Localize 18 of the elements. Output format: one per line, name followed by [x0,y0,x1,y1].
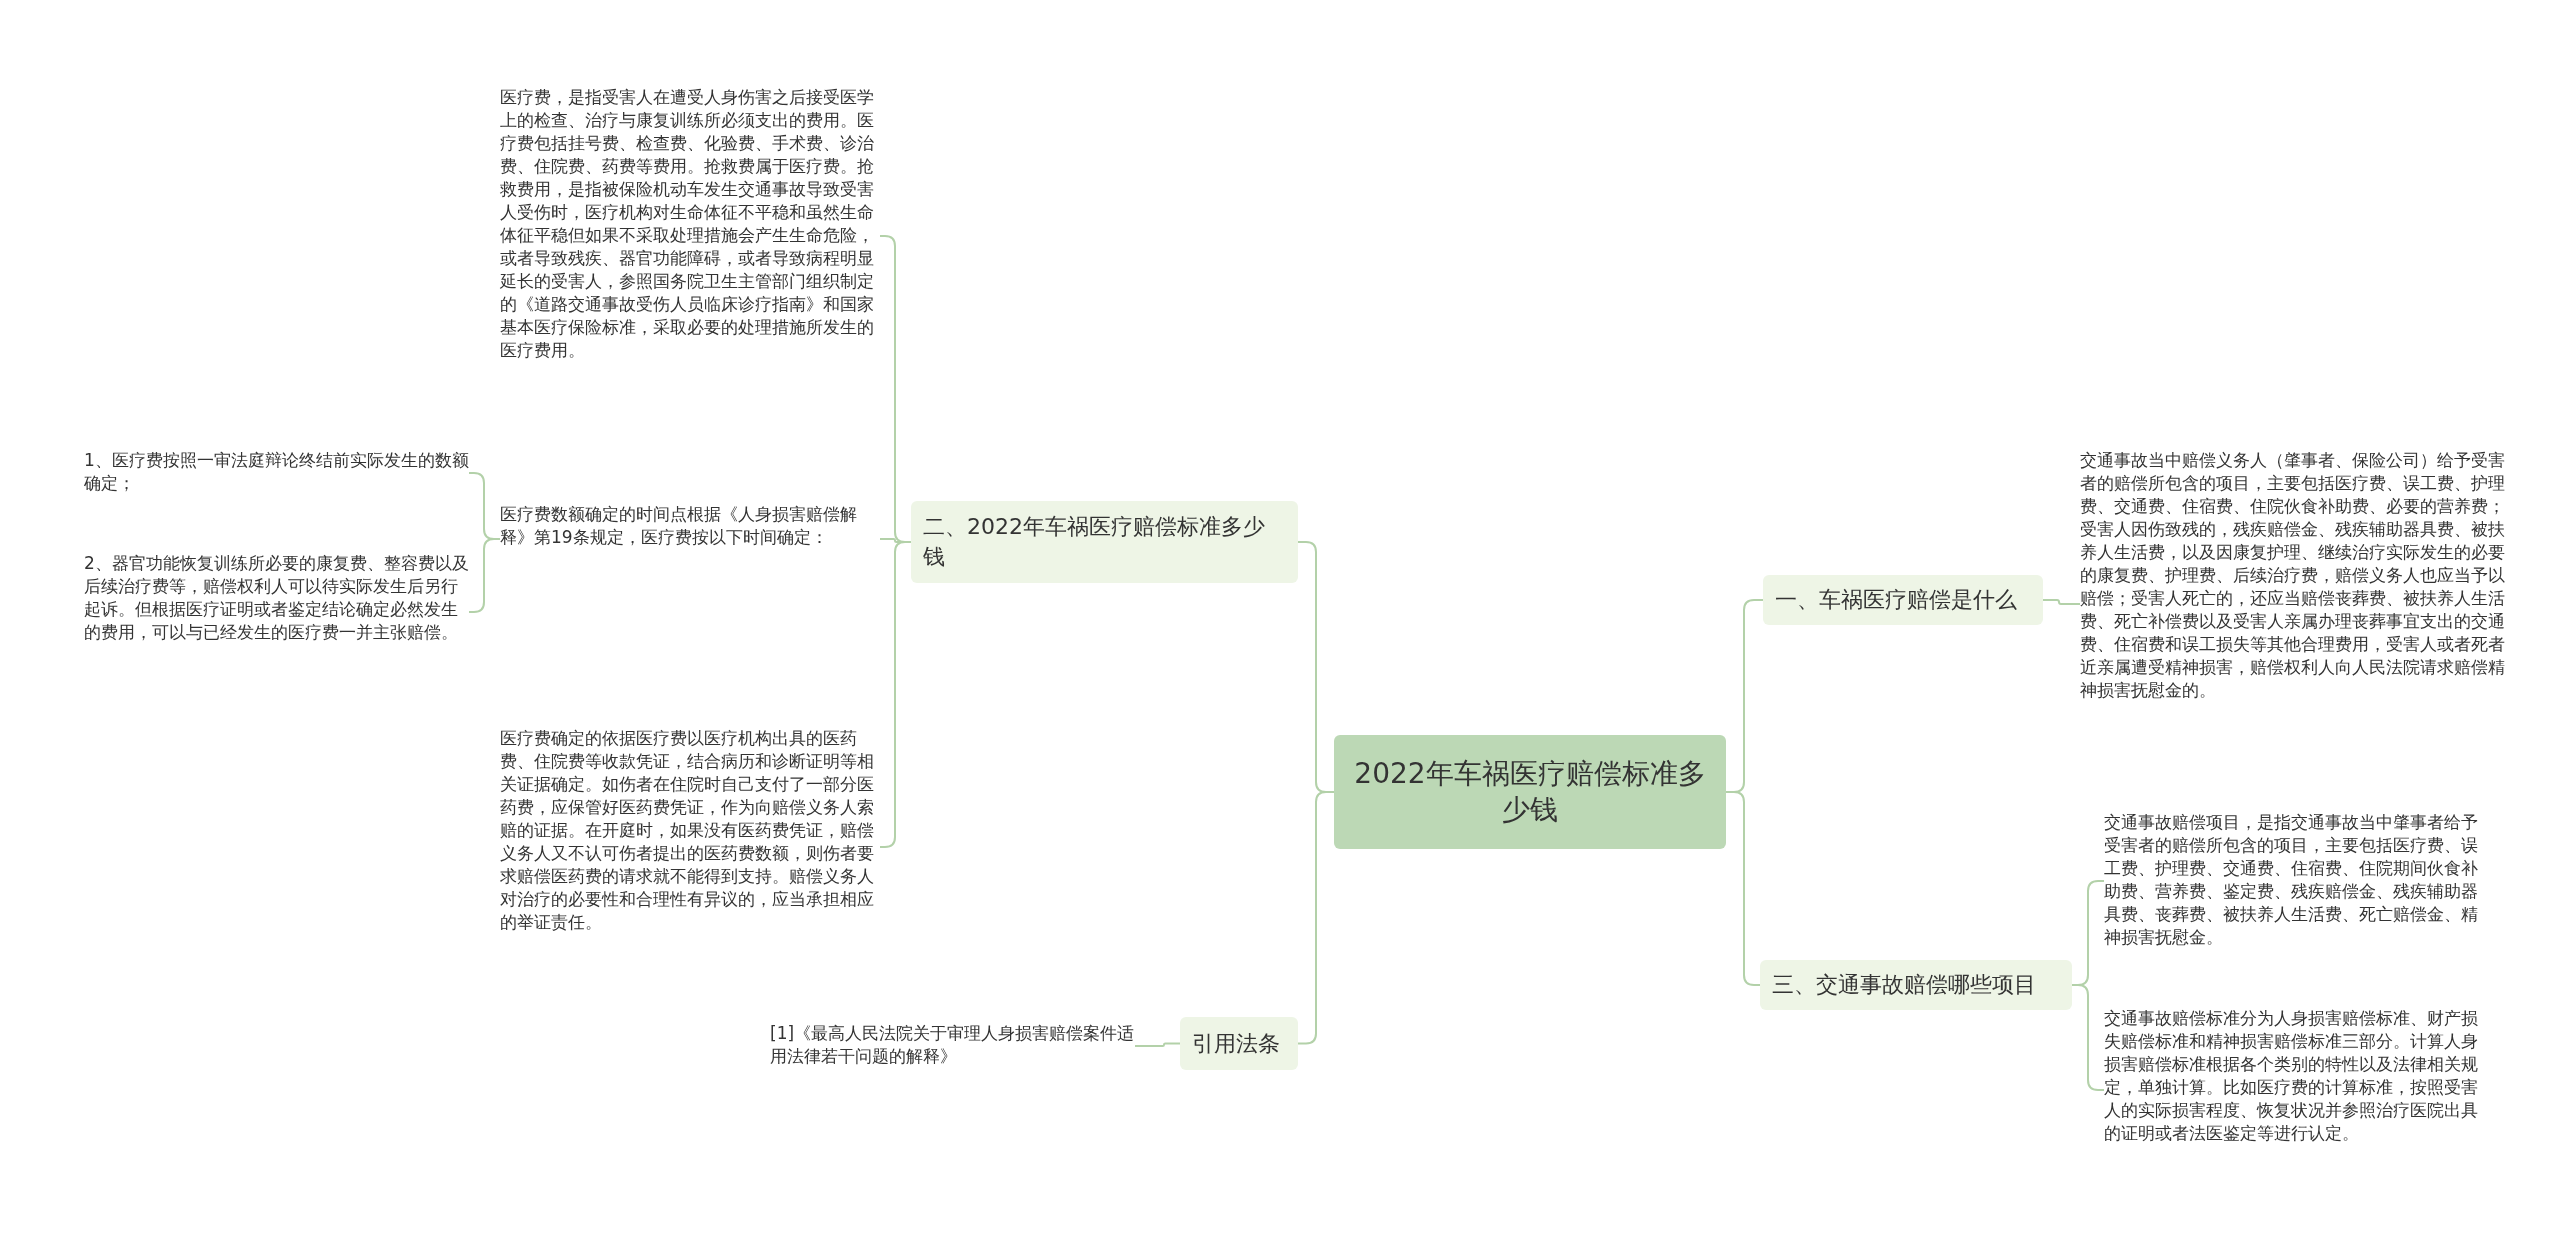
note-text: 医疗费，是指受害人在遭受人身伤害之后接受医学上的检查、治疗与康复训练所必须支出的费用。医疗费包括挂号费、检查费、化验费、手术费、诊治费、住院费、药费等费用。抢救费属于医疗费。抢救费用，是指被保险机动车发生交通事故导致受害人受伤时，医疗机构对生命体征不平稳和虽然生命体征平稳但如果不采取处理措施会产生生命危险，或者导致残疾、器官功能障碍，或者导致病程明显延长的受害人，参照国务院卫生主管部门组织制定的《道路交通事故受伤人员临床诊疗指南》和国家基本医疗保险标准，采取必要的处理措施所发生的医疗费用。 [500,86,880,362]
connector-line [1297,791,1335,1045]
branch-topic: 二、2022年车祸医疗赔偿标准多少钱 [911,501,1298,583]
note-text: [1]《最高人民法院关于审理人身损害赔偿案件适用法律若干问题的解释》 [770,1022,1135,1068]
note-text: 医疗费确定的依据医疗费以医疗机构出具的医药费、住院费等收款凭证，结合病历和诊断证明等相关证据确定。如伤者在住院时自己支付了一部分医药费，应保管好医药费凭证，作为向赔偿义务人索赔的证据。在开庭时，如果没有医药费凭证，赔偿义务人又不认可伤者提出的医药费数额，则伤者要求赔偿医药费的请求就不能得到支持。赔偿义务人对治疗的必要性和合理性有异议的，应当承担相应的举证责任。 [500,727,880,934]
connector-line [1134,1042,1181,1047]
note-text: 交通事故当中赔偿义务人（肇事者、保险公司）给予受害者的赔偿所包含的项目，主要包括医疗费、误工费、护理费、交通费、住宿费、住院伙食补助费、必要的营养费；受害人因伤致残的，残疾赔偿金、残疾辅助器具费、被扶养人生活费，以及因康复护理、继续治疗实际发生的必要的康复费、护理费、后续治疗费，赔偿义务人也应当予以赔偿；受害人死亡的，还应当赔偿丧葬费、被扶养人生活费、死亡补偿费以及受害人亲属办理丧葬事宜支出的交通费、住宿费和误工损失等其他合理费用，受害人或者死者近亲属遭受精神损害，赔偿权利人向人民法院请求赔偿精神损害抚慰金的。 [2080,449,2510,702]
note-text: 2、器官功能恢复训练所必要的康复费、整容费以及后续治疗费等，赔偿权利人可以待实际发生后另行起诉。但根据医疗证明或者鉴定结论确定必然发生的费用，可以与已经发生的医疗费一并主张赔偿。 [84,552,469,644]
branch-topic: 一、车祸医疗赔偿是什么 [1763,575,2043,625]
central-topic: 2022年车祸医疗赔偿标准多少钱 [1334,735,1726,849]
note-text: 1、医疗费按照一审法庭辩论终结前实际发生的数额确定； [84,449,469,495]
note-text: 交通事故赔偿项目，是指交通事故当中肇事者给予受害者的赔偿所包含的项目，主要包括医疗费、误工费、护理费、交通费、住宿费、住院期间伙食补助费、营养费、鉴定费、残疾赔偿金、残疾辅助器具费、丧葬费、被扶养人生活费、死亡赔偿金、精神损害抚慰金。 [2104,811,2489,949]
connector-line [879,541,912,848]
branch-topic: 引用法条 [1180,1017,1298,1070]
note-text: 交通事故赔偿标准分为人身损害赔偿标准、财产损失赔偿标准和精神损害赔偿标准三部分。计算人身损害赔偿标准根据各个类别的特性以及法律相关规定，单独计算。比如医疗费的计算标准，按照受害人的实际损害程度、恢复状况并参照治疗医院出具的证明或者法医鉴定等进行认定。 [2104,1007,2489,1145]
connector-line [2042,599,2081,605]
branch-topic: 三、交通事故赔偿哪些项目 [1760,960,2072,1010]
note-text: 医疗费数额确定的时间点根据《人身损害赔偿解释》第19条规定，医疗费按以下时间确定： [500,503,880,549]
